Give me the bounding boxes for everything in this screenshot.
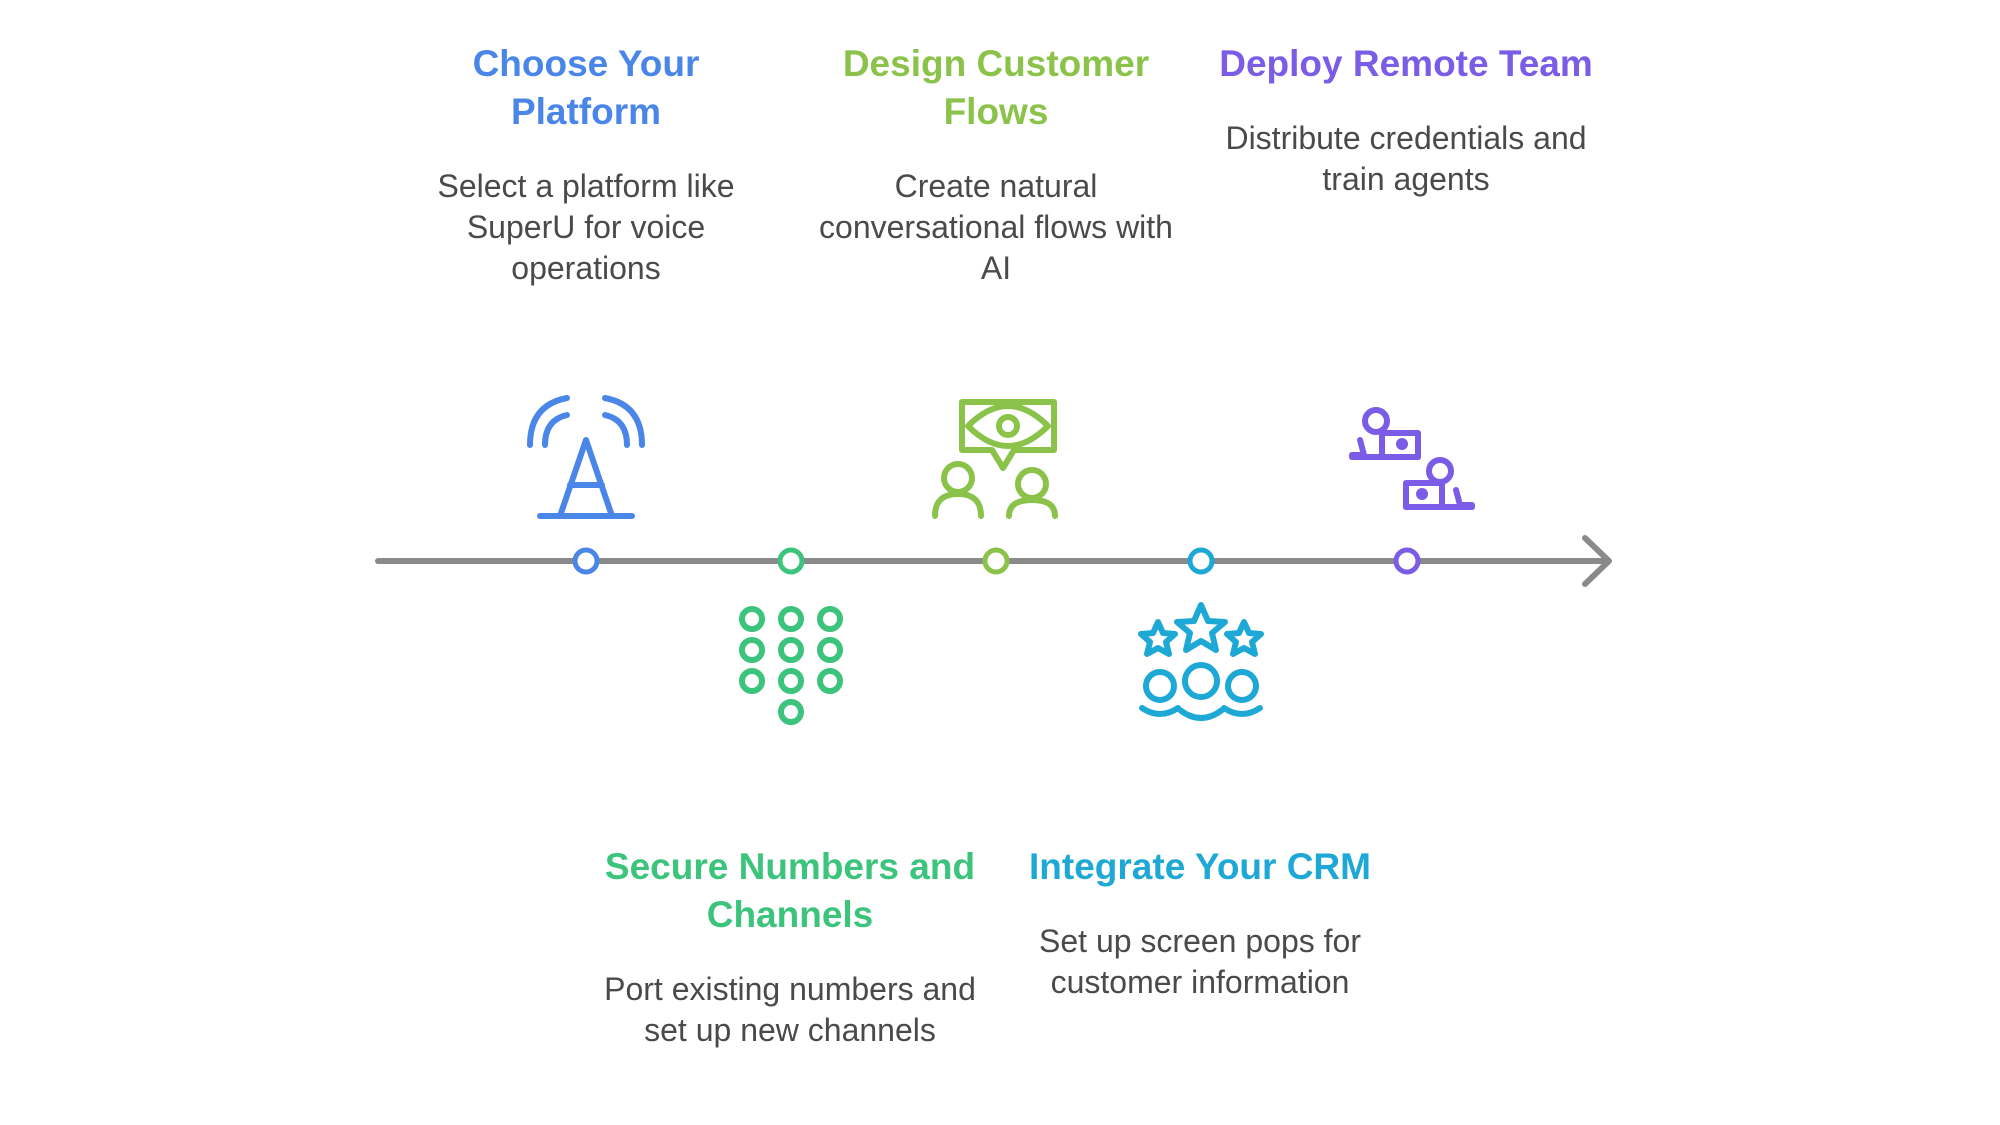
step-description: Select a platform like SuperU for voice …: [437, 168, 735, 286]
timeline-marker-4: [1187, 547, 1215, 575]
step-title: Choose Your Platform: [472, 43, 700, 132]
timeline-marker-3: [982, 547, 1010, 575]
step-title: Deploy Remote Team: [1219, 43, 1593, 84]
antenna-icon: [527, 395, 645, 519]
step-design-flows: Design Customer Flows Create natural con…: [806, 40, 1186, 289]
timeline-marker-1: [572, 547, 600, 575]
step-description: Create natural conversational flows with…: [819, 168, 1173, 286]
step-title: Design Customer Flows: [842, 43, 1150, 132]
timeline-marker-2: [777, 547, 805, 575]
conversation-eye-icon: [932, 399, 1058, 519]
remote-workers-icon: [1349, 407, 1475, 510]
customer-rating-icon: [1138, 602, 1264, 721]
timeline-marker-5: [1393, 547, 1421, 575]
step-title: Secure Numbers and Channels: [604, 846, 976, 935]
keypad-icon: [739, 606, 843, 725]
step-deploy-team: Deploy Remote Team Distribute credential…: [1216, 40, 1596, 200]
step-choose-platform: Choose Your Platform Select a platform l…: [396, 40, 776, 289]
step-title: Integrate Your CRM: [1029, 846, 1371, 887]
step-secure-numbers: Secure Numbers and Channels Port existin…: [600, 843, 980, 1051]
step-description: Distribute credentials and train agents: [1225, 120, 1587, 197]
timeline-arrowhead: [1582, 535, 1612, 587]
step-integrate-crm: Integrate Your CRM Set up screen pops fo…: [1010, 843, 1390, 1003]
step-description: Port existing numbers and set up new cha…: [604, 971, 976, 1048]
step-description: Set up screen pops for customer informat…: [1039, 923, 1361, 1000]
